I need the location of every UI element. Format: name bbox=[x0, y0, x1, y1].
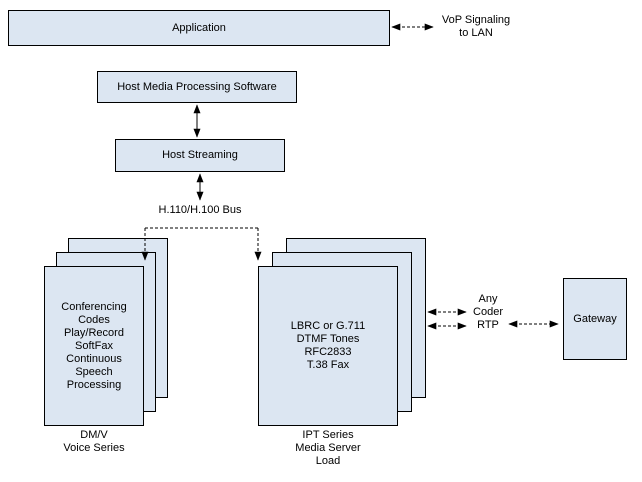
ipt-stack-front-box: LBRC or G.711 DTMF Tones RFC2833 T.38 Fa… bbox=[258, 266, 398, 426]
dmv-stack-front-box: Conferencing Codes Play/Record SoftFax C… bbox=[44, 266, 144, 426]
host-streaming-box: Host Streaming bbox=[115, 139, 285, 172]
application-label: Application bbox=[172, 21, 226, 34]
bus-label: H.110/H.100 Bus bbox=[158, 204, 242, 216]
dmv-caption: DM/V Voice Series bbox=[63, 429, 125, 454]
application-box: Application bbox=[8, 10, 390, 46]
hmp-software-box: Host Media Processing Software bbox=[97, 71, 297, 103]
gateway-box: Gateway bbox=[563, 278, 627, 360]
ipt-caption: IPT Series Media Server Load bbox=[295, 429, 361, 467]
vop-signaling-label: VoP Signaling to LAN bbox=[441, 14, 511, 39]
coder-rtp-label: Any Coder RTP bbox=[473, 293, 503, 331]
dmv-stack-content: Conferencing Codes Play/Record SoftFax C… bbox=[61, 300, 127, 391]
host-streaming-label: Host Streaming bbox=[162, 149, 238, 161]
ipt-stack-content: LBRC or G.711 DTMF Tones RFC2833 T.38 Fa… bbox=[290, 320, 366, 371]
hmp-software-label: Host Media Processing Software bbox=[117, 80, 277, 93]
gateway-label: Gateway bbox=[573, 312, 617, 325]
